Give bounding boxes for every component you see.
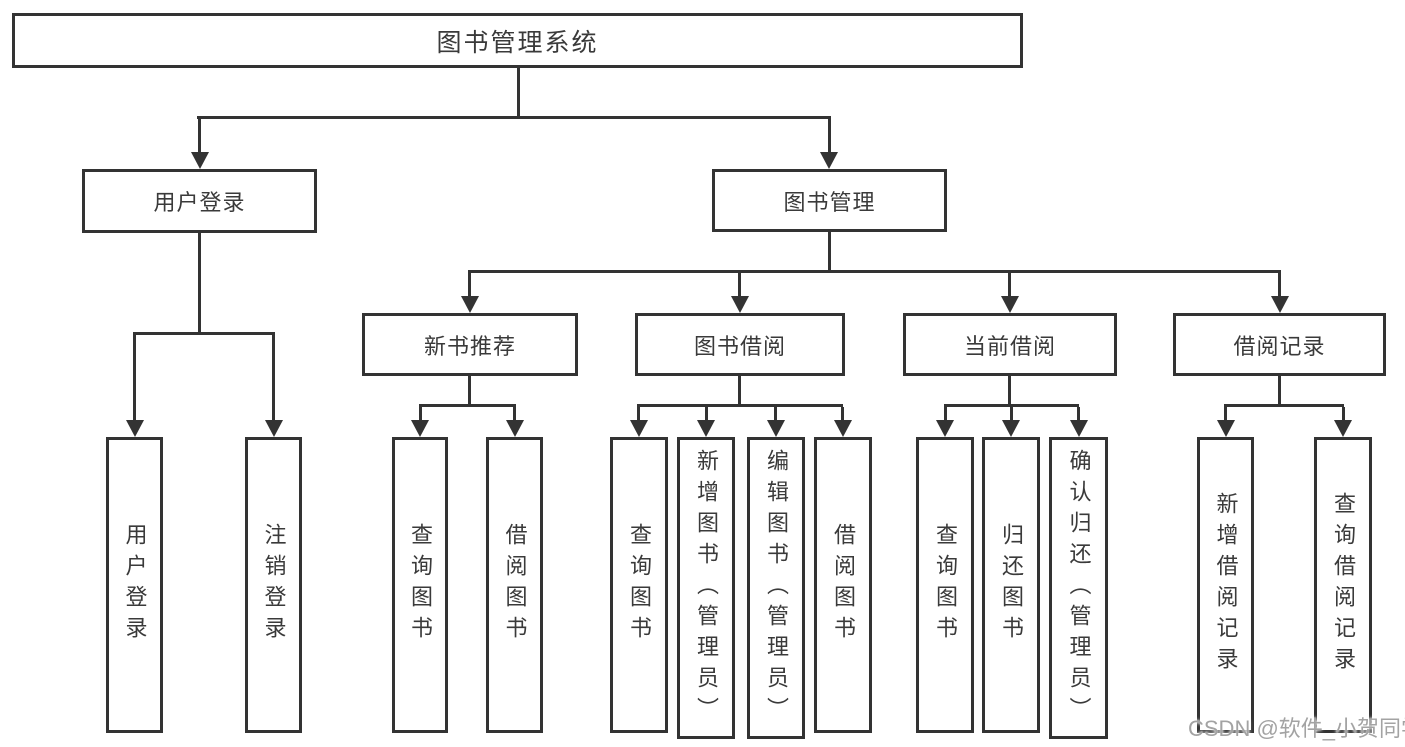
node-new-book-recommend: 新书推荐	[362, 313, 578, 376]
leaf-add-books-admin: 新增图书（管理员）	[677, 437, 735, 739]
connector-bm-rail	[468, 270, 1281, 273]
connector-current-borrow-drop	[1008, 273, 1011, 297]
leaf-confirm-return-admin: 确认归还（管理员）	[1049, 437, 1108, 739]
connector-ul-leaf1-drop	[133, 335, 136, 421]
connector-br-rail	[1224, 404, 1344, 407]
leaf-edit-books-admin: 编辑图书（管理员）	[747, 437, 805, 739]
connector-br-leaf1-drop	[1224, 407, 1227, 421]
connector-bm-stem	[828, 232, 831, 273]
connector-bb-leaf2-drop	[705, 407, 708, 421]
arrow-down-icon	[731, 296, 749, 313]
arrow-down-icon	[1217, 420, 1235, 437]
connector-bb-leaf1-drop	[637, 407, 640, 421]
connector-cb-leaf2-drop	[1010, 407, 1013, 421]
connector-user-login-drop	[198, 119, 201, 153]
connector-cb-leaf3-drop	[1077, 407, 1080, 421]
connector-book-borrow-drop	[738, 273, 741, 297]
node-user-login: 用户登录	[82, 169, 317, 233]
connector-ul-stem	[198, 233, 201, 335]
arrow-down-icon	[1002, 420, 1020, 437]
arrow-down-icon	[1070, 420, 1088, 437]
arrow-down-icon	[697, 420, 715, 437]
connector-ul-rail	[133, 332, 275, 335]
arrow-down-icon	[1001, 296, 1019, 313]
connector-nb-leaf1-drop	[419, 407, 422, 421]
arrow-down-icon	[191, 152, 209, 169]
node-current-borrow: 当前借阅	[903, 313, 1117, 376]
arrow-down-icon	[461, 296, 479, 313]
connector-book-management-drop	[828, 119, 831, 153]
arrow-down-icon	[820, 152, 838, 169]
connector-root-stem	[517, 68, 520, 119]
node-borrow-records: 借阅记录	[1173, 313, 1386, 376]
arrow-down-icon	[506, 420, 524, 437]
leaf-query-borrow-record: 查询借阅记录	[1314, 437, 1372, 733]
connector-br-leaf2-drop	[1342, 407, 1345, 421]
connector-bb-leaf3-drop	[774, 407, 777, 421]
arrow-down-icon	[265, 420, 283, 437]
connector-nb-leaf2-drop	[513, 407, 516, 421]
node-library-system: 图书管理系统	[12, 13, 1023, 68]
leaf-borrow-books: 借阅图书	[814, 437, 872, 733]
arrow-down-icon	[1334, 420, 1352, 437]
connector-nb-rail	[419, 404, 516, 407]
connector-br-stem	[1278, 376, 1281, 407]
connector-bb-stem	[738, 376, 741, 407]
leaf-query-books-borrow: 查询图书	[610, 437, 668, 733]
arrow-down-icon	[834, 420, 852, 437]
leaf-query-books-recommend: 查询图书	[392, 437, 448, 733]
connector-bb-leaf4-drop	[841, 407, 844, 421]
arrow-down-icon	[630, 420, 648, 437]
node-book-borrow: 图书借阅	[635, 313, 845, 376]
leaf-add-borrow-record: 新增借阅记录	[1197, 437, 1254, 733]
connector-root-rail	[197, 116, 831, 119]
connector-cb-rail	[944, 404, 1079, 407]
arrow-down-icon	[767, 420, 785, 437]
connector-cb-stem	[1008, 376, 1011, 407]
leaf-return-books: 归还图书	[982, 437, 1040, 733]
leaf-user-login: 用户登录	[106, 437, 163, 733]
connector-bb-rail	[637, 404, 843, 407]
connector-nb-stem	[468, 376, 471, 407]
node-book-management: 图书管理	[712, 169, 947, 232]
connector-recommend-drop	[468, 273, 471, 297]
leaf-query-books-current: 查询图书	[916, 437, 974, 733]
connector-borrow-records-drop	[1278, 273, 1281, 297]
arrow-down-icon	[126, 420, 144, 437]
connector-cb-leaf1-drop	[944, 407, 947, 421]
arrow-down-icon	[1271, 296, 1289, 313]
arrow-down-icon	[411, 420, 429, 437]
leaf-borrow-books-recommend: 借阅图书	[486, 437, 543, 733]
connector-ul-leaf2-drop	[272, 335, 275, 421]
leaf-logout: 注销登录	[245, 437, 302, 733]
csdn-watermark: CSDN @软件_小贺同学	[1188, 716, 1405, 741]
arrow-down-icon	[936, 420, 954, 437]
